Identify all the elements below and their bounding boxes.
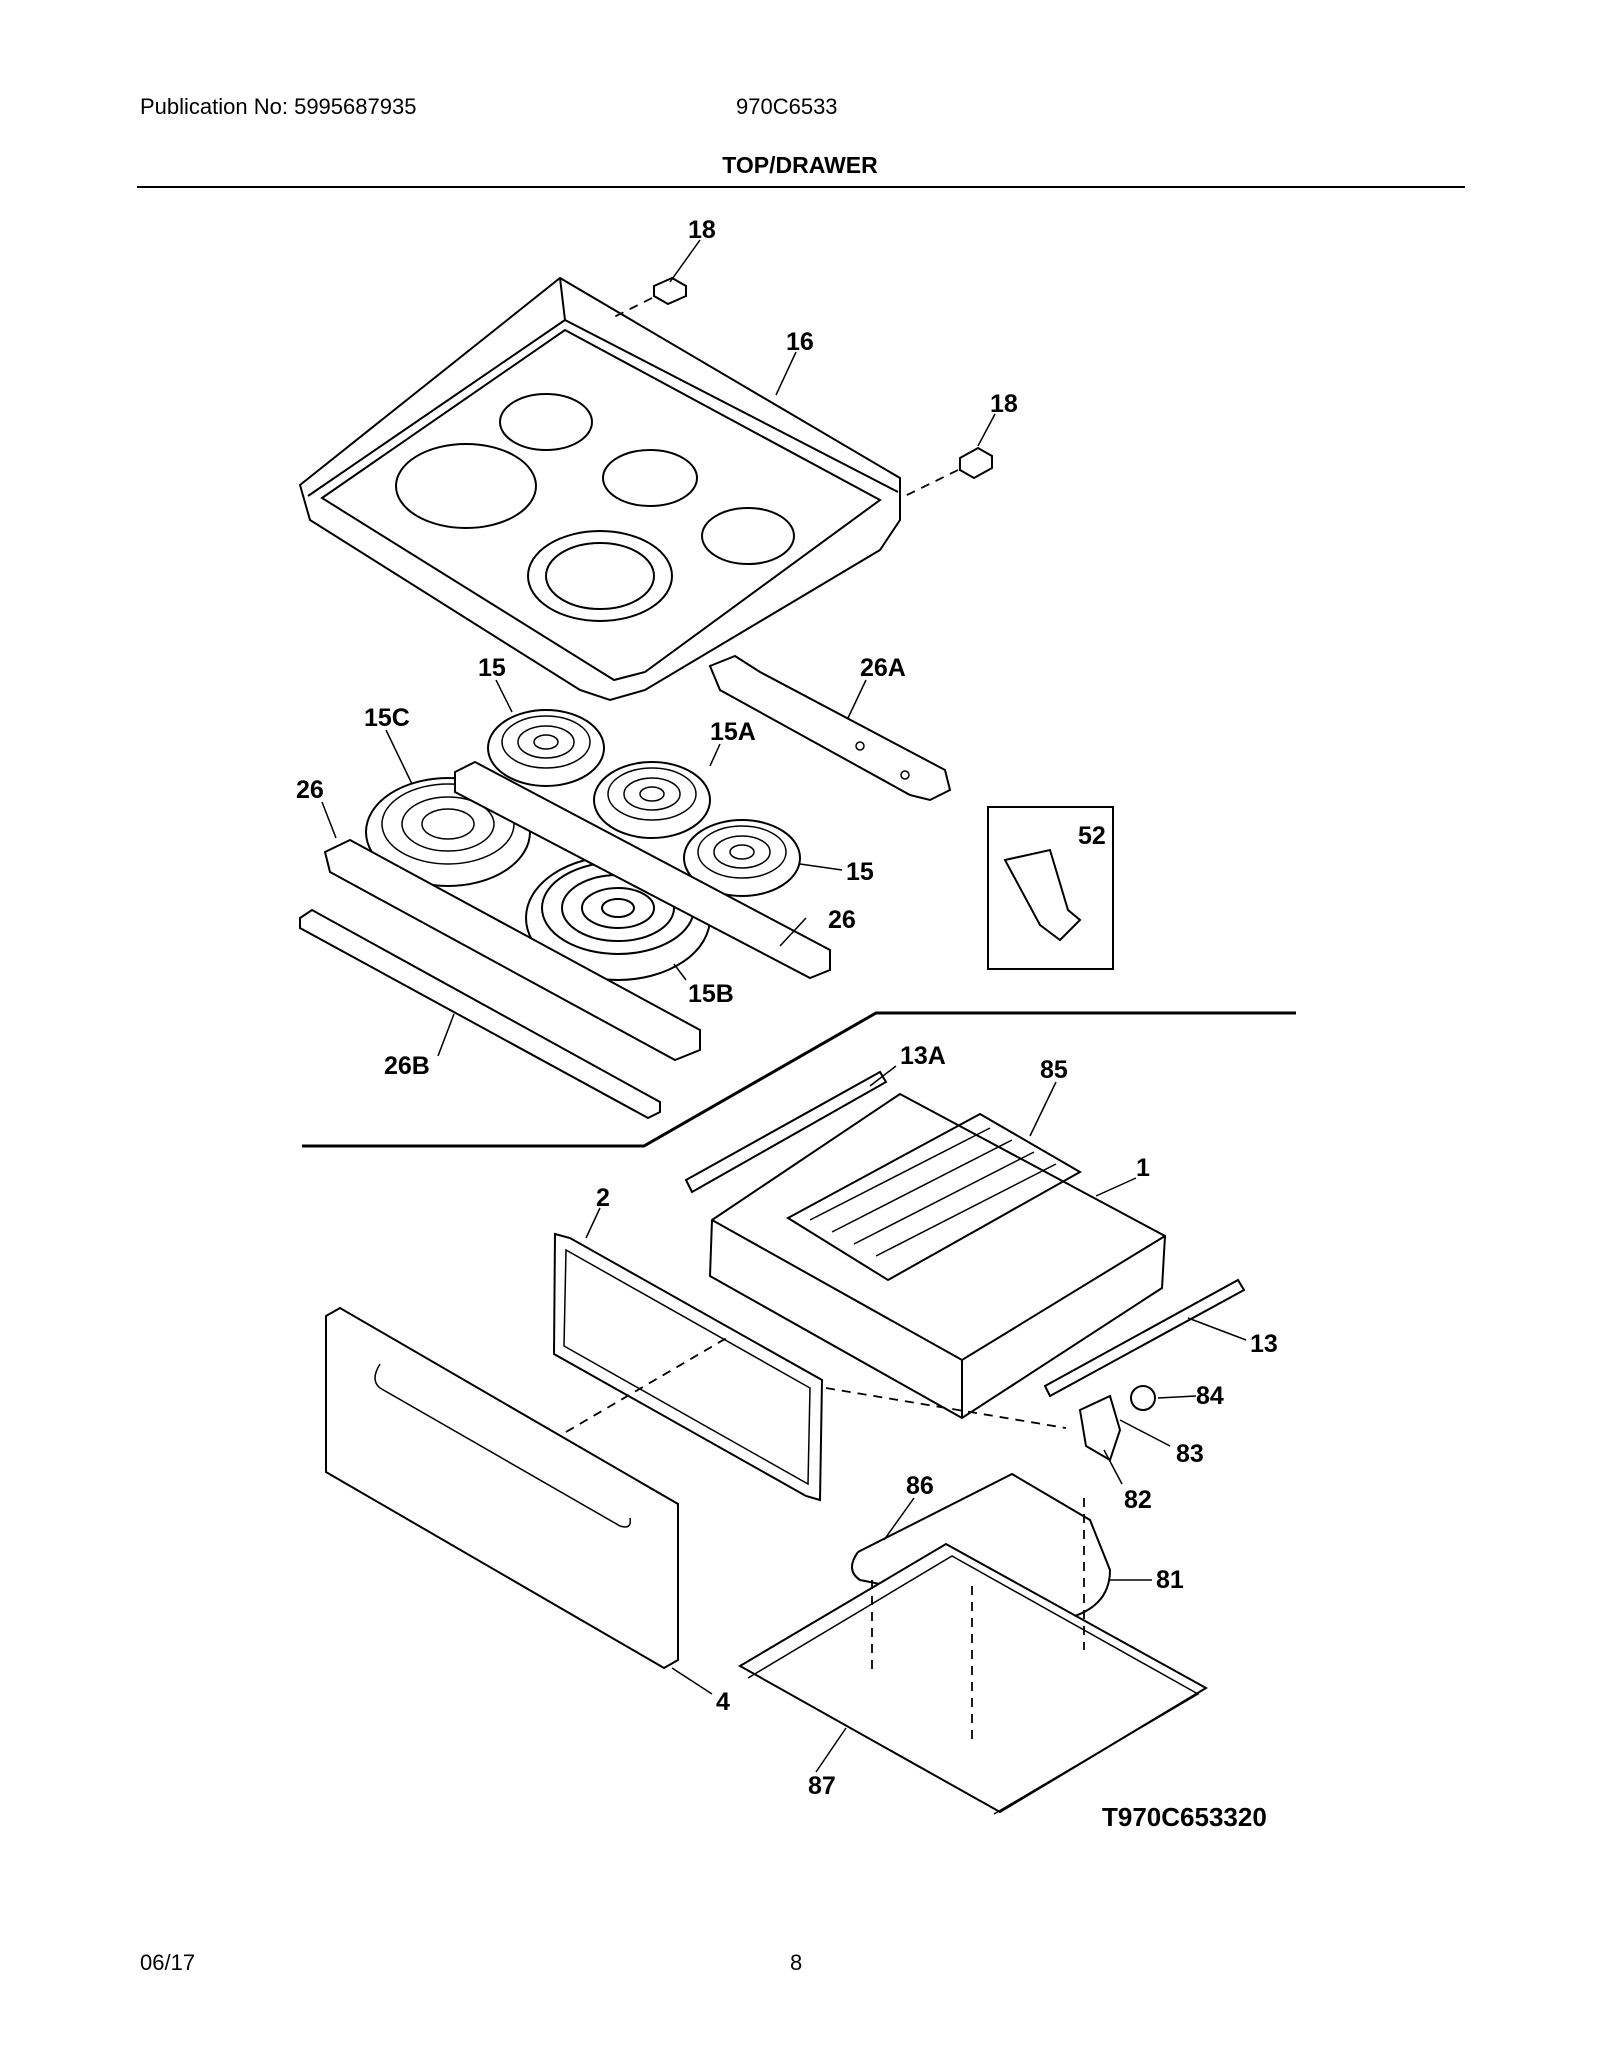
cooktop-part — [298, 276, 901, 702]
support-rail-26-right — [454, 760, 831, 980]
callout-83: 83 — [1176, 1440, 1204, 1468]
callout-81: 81 — [1156, 1566, 1184, 1594]
callout-15-top: 15 — [478, 654, 506, 682]
page-title: TOP/DRAWER — [722, 152, 878, 178]
publication-date: 06/17 — [140, 1950, 196, 1975]
callout-52: 52 — [1078, 822, 1106, 850]
callout-87: 87 — [808, 1772, 836, 1800]
surface-element-15-right — [683, 819, 801, 897]
drawer-body-part-1 — [708, 1092, 1167, 1420]
diagram-code: T970C653320 — [1102, 1802, 1267, 1832]
callout-85: 85 — [1040, 1056, 1068, 1084]
callout-15-right: 15 — [846, 858, 874, 886]
bracket-part-26A — [708, 654, 952, 802]
page-number: 8 — [790, 1950, 803, 1975]
callout-26-left: 26 — [296, 776, 324, 804]
callout-leaders — [321, 239, 1247, 1773]
drawer-front-part-4 — [325, 1306, 1067, 1670]
publication-number: Publication No: 5995687935 — [140, 94, 417, 119]
callout-84: 84 — [1196, 1382, 1224, 1410]
callout-18-top: 18 — [688, 216, 716, 244]
support-rail-26-left — [323, 838, 701, 1062]
slide-part-13 — [1043, 1278, 1246, 1398]
callout-15A: 15A — [710, 718, 756, 746]
callout-18-right: 18 — [990, 390, 1018, 418]
surface-element-15-top — [487, 709, 605, 787]
callout-26-right: 26 — [828, 906, 856, 934]
section-separator — [302, 1011, 1296, 1148]
model-number: 970C6533 — [736, 94, 838, 119]
callout-13: 13 — [1250, 1330, 1278, 1358]
bracket-part-18-top — [611, 276, 687, 319]
bottom-pan-part-87 — [737, 1498, 1208, 1815]
callout-13A: 13A — [900, 1042, 946, 1070]
callout-15B: 15B — [688, 980, 734, 1008]
slide-part-13A — [684, 1070, 888, 1194]
bracket-assembly-82-83-84 — [1078, 1385, 1156, 1462]
callout-2: 2 — [596, 1184, 610, 1212]
callout-15C: 15C — [364, 704, 410, 732]
drawer-liner-part-2 — [552, 1232, 824, 1502]
surface-element-15A — [593, 761, 711, 839]
rack-part-85 — [786, 1112, 1083, 1282]
header-divider — [137, 186, 1465, 188]
callout-26A: 26A — [860, 654, 906, 682]
callout-1: 1 — [1136, 1154, 1150, 1182]
knob-part-52 — [987, 806, 1114, 970]
callout-82: 82 — [1124, 1486, 1152, 1514]
bracket-part-18-right — [904, 446, 993, 497]
callout-16: 16 — [786, 328, 814, 356]
trim-part-26B — [299, 908, 661, 1120]
callout-86: 86 — [906, 1472, 934, 1500]
callout-4: 4 — [716, 1688, 730, 1716]
callout-26B: 26B — [384, 1052, 430, 1080]
